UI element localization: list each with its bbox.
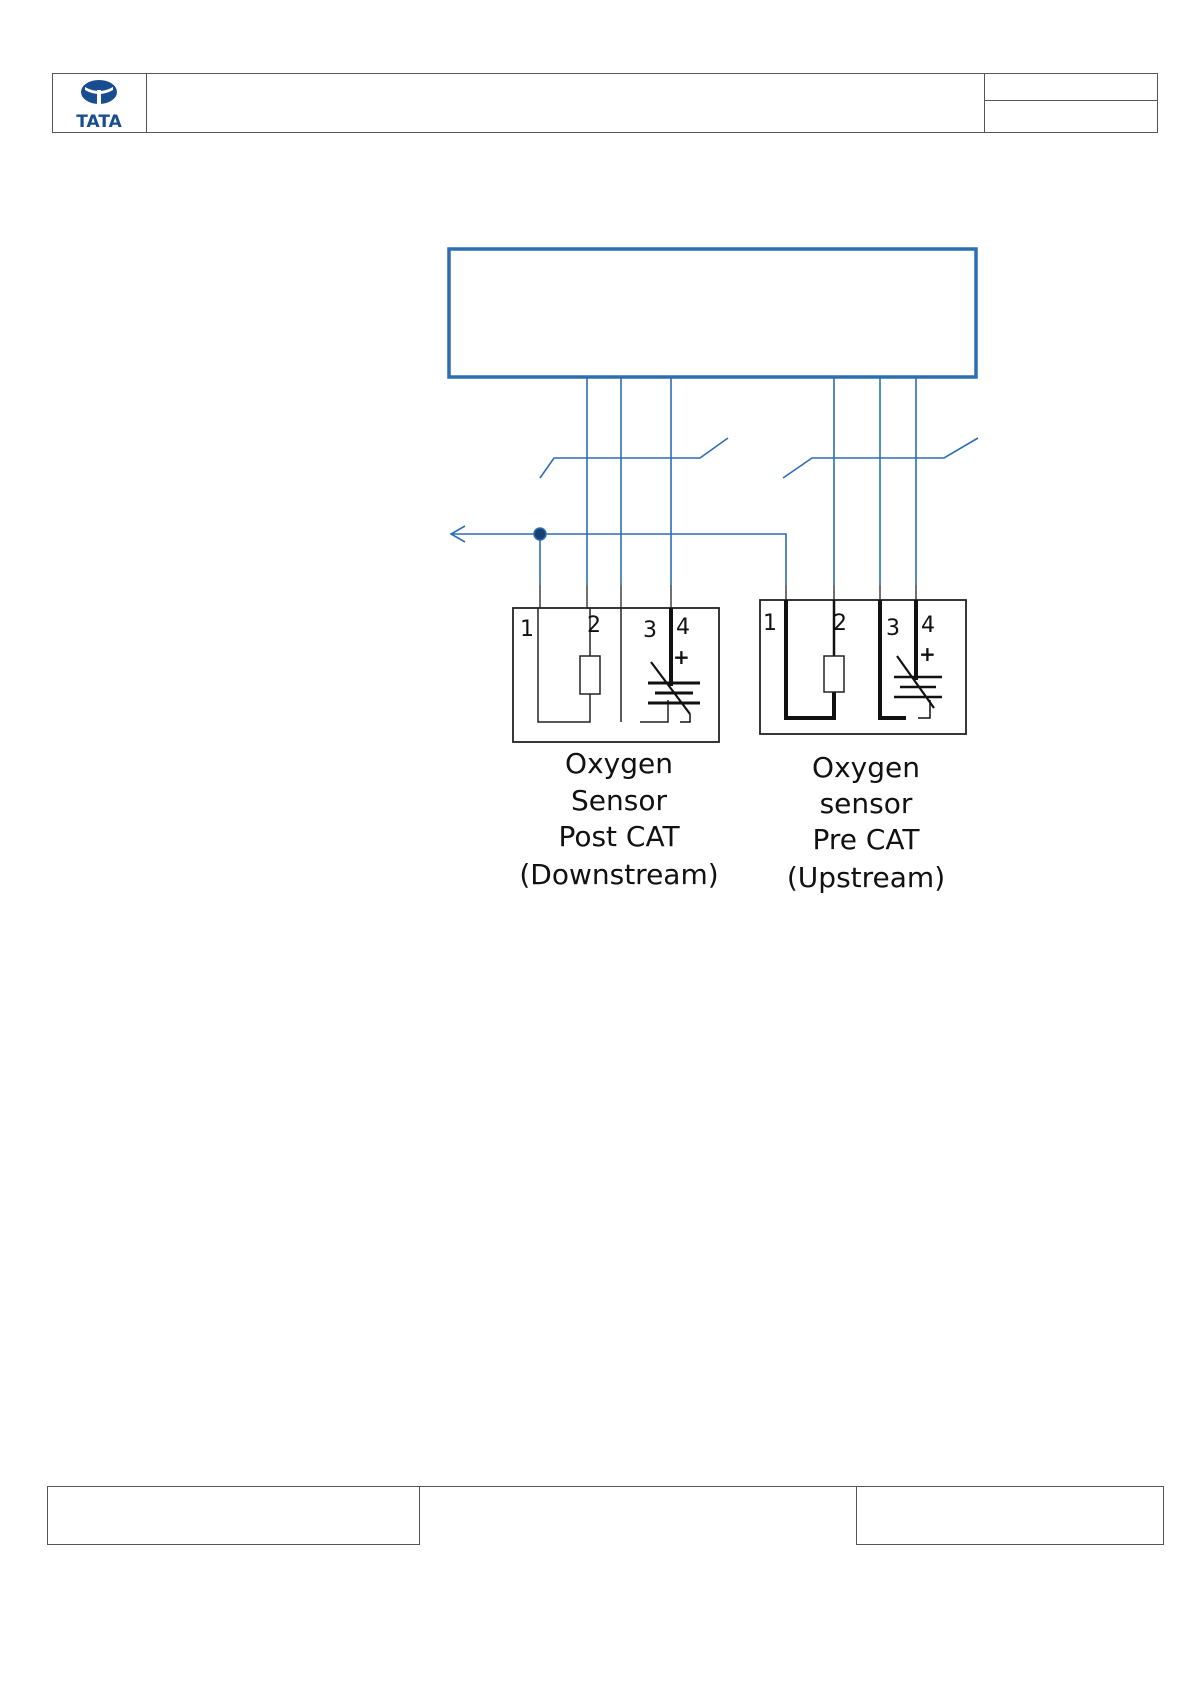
sensor-downstream-box bbox=[512, 607, 720, 743]
logo-text: TATA bbox=[76, 112, 122, 132]
us-label-line-4: (Upstream) bbox=[787, 861, 945, 894]
ds-label-line-4: (Downstream) bbox=[519, 858, 718, 891]
footer-left-cell bbox=[47, 1486, 420, 1545]
ground-arrow-icon bbox=[449, 525, 466, 543]
us-pin-2: 2 bbox=[833, 611, 847, 636]
header-title-cell bbox=[147, 73, 985, 133]
ds-pin-2: 2 bbox=[587, 613, 601, 638]
junction-node bbox=[533, 527, 547, 541]
us-pin-4: 4 bbox=[921, 613, 935, 638]
tata-logo-icon: TATA bbox=[76, 80, 123, 132]
ds-pin-4: 4 bbox=[676, 615, 690, 640]
ds-label-line-1: Oxygen bbox=[565, 747, 673, 780]
ecu-wires bbox=[449, 377, 979, 585]
ecu-box bbox=[447, 247, 978, 379]
sensor-upstream-box bbox=[759, 599, 967, 735]
header-frame bbox=[52, 73, 1158, 133]
shield-line-upstream bbox=[782, 437, 979, 479]
ground-wire bbox=[451, 533, 787, 585]
shield-line-downstream bbox=[539, 437, 729, 479]
sensor-downstream: 1 2 3 4 + Oxygen Sensor Post CAT (Downst… bbox=[512, 607, 720, 891]
sensor-upstream: 1 2 3 4 + Oxygen sensor Pre CAT (Upstrea… bbox=[759, 599, 967, 894]
us-plus-sign: + bbox=[919, 642, 936, 666]
variable-arrow-icon bbox=[896, 655, 935, 709]
ds-pin-1: 1 bbox=[520, 617, 534, 642]
us-label-line-2: sensor bbox=[820, 787, 913, 820]
us-pin-3: 3 bbox=[886, 616, 900, 641]
ds-label-line-3: Post CAT bbox=[558, 820, 680, 853]
ds-label-line-2: Sensor bbox=[571, 784, 667, 817]
header-meta-top-cell bbox=[985, 73, 1158, 101]
us-label-line-1: Oxygen bbox=[812, 751, 920, 784]
footer-middle-cell bbox=[420, 1486, 856, 1545]
logo-cell: TATA bbox=[52, 73, 147, 133]
footer-right-cell bbox=[856, 1486, 1164, 1545]
us-label-line-3: Pre CAT bbox=[812, 823, 920, 856]
ds-plus-sign: + bbox=[673, 645, 690, 669]
ds-pin-3: 3 bbox=[643, 618, 657, 643]
heater-resistor-icon bbox=[579, 655, 601, 695]
pin-stubs bbox=[539, 585, 917, 608]
heater-resistor-icon bbox=[823, 655, 845, 693]
us-pin-1: 1 bbox=[763, 611, 777, 636]
variable-arrow-icon bbox=[650, 661, 691, 715]
